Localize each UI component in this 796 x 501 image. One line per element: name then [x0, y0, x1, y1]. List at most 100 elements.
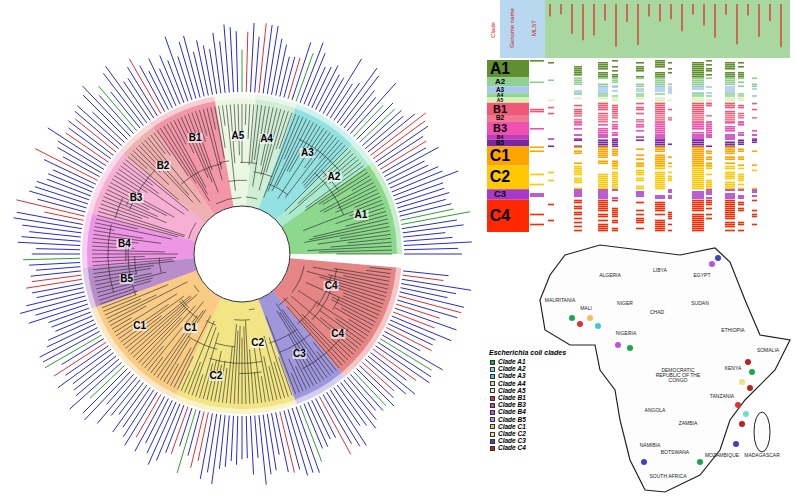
tree-branch: [305, 169, 366, 211]
gene-cell: [668, 83, 672, 85]
gene-cell: [636, 186, 644, 188]
gene-cell: [738, 178, 744, 180]
tree-branch: [95, 227, 115, 231]
leaf-name: [45, 335, 102, 368]
leaf-name: [188, 410, 200, 455]
gene-cell: [692, 195, 704, 197]
gene-cell: [668, 176, 672, 178]
gene-cell: [692, 222, 704, 224]
tree-branch: [145, 346, 164, 368]
gene-cell: [706, 197, 712, 199]
legend-text: Clade B4: [498, 409, 526, 416]
gene-cell: [692, 77, 704, 79]
gene-cell: [725, 92, 735, 94]
gene-cell: [612, 208, 618, 210]
gene-cell: [692, 119, 704, 121]
gene-cell: [598, 130, 608, 132]
leaf-name: [319, 75, 339, 112]
gene-cell: [752, 195, 757, 197]
legend-swatch: [490, 381, 495, 386]
gene-cell: [692, 76, 704, 78]
leaf-name: [106, 66, 147, 123]
leaf-name: [316, 398, 336, 437]
gene-cell: [668, 156, 672, 158]
gene-cell: [725, 72, 735, 74]
gene-cell: [655, 93, 665, 95]
gene-cell: [636, 93, 644, 95]
leaf-name: [236, 31, 238, 92]
clade-band: [487, 122, 529, 134]
leaf-name: [37, 288, 84, 298]
tree-branch: [108, 224, 114, 292]
tree-branch: [159, 258, 161, 273]
tree-branch: [254, 172, 273, 177]
gene-cell: [752, 77, 757, 79]
gene-cell: [655, 76, 665, 78]
clade-band: [487, 103, 529, 115]
gene-cell: [668, 212, 672, 214]
gene-cell: [692, 184, 704, 186]
gene-cell: [738, 204, 744, 206]
leaf-name: [231, 416, 233, 461]
leaf-name: [32, 284, 83, 293]
leaf-name: [392, 316, 452, 341]
tree-branch: [133, 307, 186, 357]
gene-cell: [598, 188, 608, 190]
gene-cell: [738, 139, 744, 141]
gene-cell: [692, 156, 704, 158]
gene-cell: [548, 62, 554, 64]
legend-swatch: [490, 446, 495, 451]
gene-cell: [655, 100, 665, 102]
leaf-name: [73, 353, 113, 384]
country-name: ETHIOPIA: [721, 328, 744, 333]
gene-cell: [725, 193, 735, 195]
tree-branch: [289, 157, 356, 214]
leaf-name: [404, 237, 453, 241]
tree-branch: [226, 105, 235, 191]
tree-branch: [319, 250, 392, 252]
gene-cell: [725, 178, 735, 180]
gene-cell: [636, 162, 644, 164]
gene-cell: [574, 191, 582, 193]
gene-cell: [668, 166, 672, 168]
tree-branch: [203, 109, 222, 180]
gene-cell: [738, 107, 744, 109]
gene-cell: [668, 68, 672, 70]
gene-cell: [692, 134, 704, 136]
gene-cell: [725, 121, 735, 123]
leaf-name: [23, 258, 80, 259]
gene-cell: [692, 146, 704, 148]
gene-cell: [692, 230, 704, 232]
gene-cell: [636, 119, 644, 121]
gene-cell: [612, 176, 618, 178]
gene-cell: [706, 166, 712, 168]
gene-cell: [725, 95, 735, 97]
gene-cell: [530, 174, 544, 176]
gene-cell: [725, 76, 735, 78]
gene-cell: [598, 184, 608, 186]
gene-cell: [692, 79, 704, 81]
leaf-name: [312, 67, 331, 108]
isolate-dot: [595, 323, 601, 329]
gene-cell: [655, 186, 665, 188]
gene-cell: [574, 188, 582, 190]
gene-cell: [598, 226, 608, 228]
gene-cell: [655, 176, 665, 178]
leaf-name: [316, 66, 338, 110]
gene-cell: [574, 202, 582, 204]
gene-cell: [574, 218, 582, 220]
gene-cell: [692, 158, 704, 160]
gene-cell: [612, 111, 618, 113]
tree-branch: [188, 223, 196, 239]
gene-cell: [738, 81, 744, 83]
gene-cell: [598, 115, 608, 117]
clade-band: [487, 60, 529, 77]
leaf-name: [354, 372, 387, 406]
gene-cell: [574, 74, 582, 76]
gene-cell: [725, 172, 735, 174]
gene-cell: [598, 210, 608, 212]
leaf-name: [388, 165, 428, 184]
gene-cell: [548, 113, 554, 115]
clade-band: [487, 189, 529, 199]
gene-cell: [612, 70, 618, 72]
